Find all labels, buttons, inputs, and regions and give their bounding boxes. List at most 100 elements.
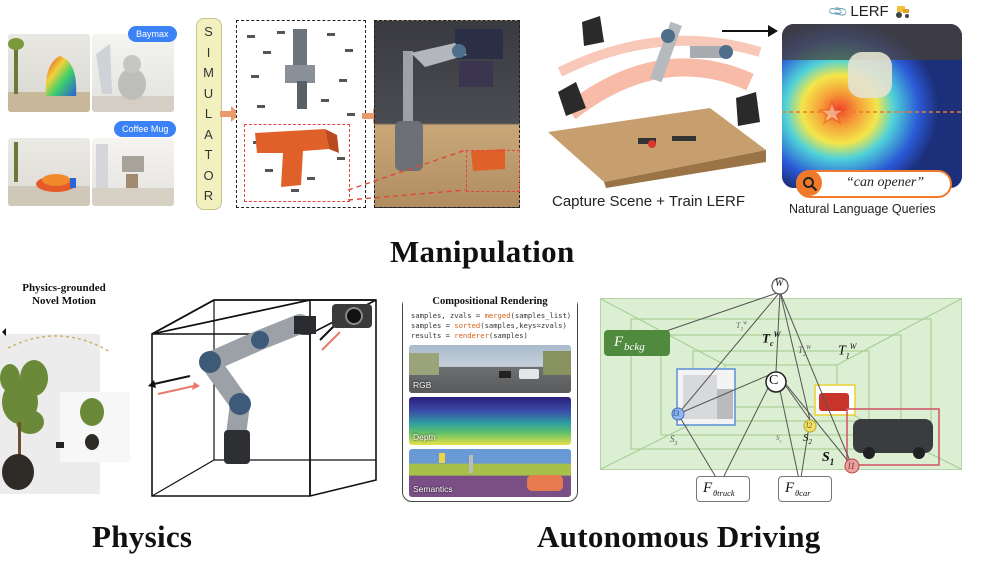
scale-sc: Sc	[776, 434, 782, 444]
semantics-strip: Semantics	[409, 449, 571, 497]
scale-s1: S1	[822, 450, 834, 467]
bckg-label: F	[614, 334, 624, 350]
driving-perspective-frames	[600, 298, 962, 470]
node-l3: l3	[673, 409, 680, 418]
real-robot-photo	[374, 20, 520, 208]
arrow-right-icon	[722, 25, 778, 37]
rgb-strip-label: RGB	[413, 380, 432, 390]
code-text: samples =	[411, 321, 455, 330]
compositional-rendering-panel: Compositional Rendering samples, zvals =…	[402, 296, 578, 502]
s1-sub: 1	[829, 456, 835, 467]
lerf-query-box: “can opener”	[796, 170, 952, 198]
s1-main: S	[822, 450, 830, 465]
code-text: results =	[411, 331, 455, 340]
search-icon	[796, 170, 822, 196]
t-shaped-object	[255, 129, 339, 187]
node-l1: l1	[848, 461, 856, 471]
code-line-3: results = renderer(samples)	[411, 331, 528, 340]
code-text: samples, zvals =	[411, 311, 485, 320]
f-truck-sub: θtruck	[713, 488, 735, 498]
sc-sub: c	[779, 439, 782, 445]
lerf-query-caption: Natural Language Queries	[789, 202, 936, 216]
code-text: (samples,keys=zvals)	[480, 321, 567, 330]
correspondence-lines	[347, 149, 467, 201]
sim-letter: U	[203, 85, 215, 101]
arrow-right-icon	[220, 106, 240, 122]
tc-main: T	[762, 330, 770, 346]
coffee-mug-scene-heatmap	[8, 138, 90, 206]
sim-letter: I	[206, 44, 212, 60]
t1-sub: 1	[845, 351, 850, 361]
s2-main: S	[803, 432, 809, 444]
world-node: W	[775, 278, 784, 289]
lerf-query-text: “can opener”	[846, 175, 925, 190]
lerf-badge-label: LERF	[850, 3, 889, 20]
depth-strip-label: Depth	[413, 432, 436, 442]
sim-letter: R	[203, 188, 215, 203]
section-heading-autonomous-driving: Autonomous Driving	[537, 519, 821, 554]
section-heading-manipulation: Manipulation	[390, 234, 575, 269]
compositional-rendering-title: Compositional Rendering	[403, 296, 577, 307]
code-text: (samples_list)	[510, 311, 572, 320]
code-text: (samples)	[488, 331, 528, 340]
lerf-capture-caption: Capture Scene + Train LERF	[552, 193, 746, 210]
code-fn: sorted	[454, 321, 481, 330]
f-truck-box: F θtruck	[696, 476, 750, 502]
bckg-sub: bckg	[624, 341, 645, 353]
t3-sub: 3	[740, 327, 743, 333]
tractor-icon	[895, 6, 909, 18]
transform-t1: T1W	[838, 342, 856, 360]
physics-panel-title-line1: Physics-grounded	[22, 282, 106, 294]
sim-letter: M	[203, 65, 215, 80]
baymax-scene-heatmap	[8, 34, 90, 112]
tc-sup: W	[773, 330, 781, 339]
grasp-object-highlight	[244, 124, 350, 202]
sim-letter: T	[204, 147, 214, 162]
driving-scene-graph	[600, 298, 962, 470]
t2-sub: 2	[803, 351, 807, 358]
sim-letter: O	[203, 167, 215, 183]
code-line-2: samples = sorted(samples,keys=zvals)	[411, 321, 567, 330]
t2-main: T	[798, 345, 804, 355]
sc-main: S	[776, 434, 780, 442]
sim-letter: L	[204, 106, 214, 121]
code-line-1: samples, zvals = merged(samples_list)	[411, 311, 571, 320]
depth-strip: Depth	[409, 397, 571, 445]
sim-letter: A	[204, 126, 214, 142]
baymax-robot-photo	[92, 34, 174, 112]
f-car-sub: θcar	[795, 488, 811, 498]
transform-tc: TcW	[762, 330, 781, 348]
tc-sub: c	[769, 338, 774, 348]
scene-graph-edges	[639, 277, 860, 485]
lerf-capture-scene	[540, 12, 772, 188]
s2-sub: 2	[808, 438, 813, 447]
paperclip-icon: 📎	[826, 0, 849, 23]
t3-sup: W	[742, 321, 748, 327]
lerf-heatmap	[782, 24, 962, 188]
physics-panel-title: Physics-grounded Novel Motion	[14, 282, 114, 308]
simulator-label: S I M U L A T O R	[196, 18, 222, 210]
coffee-mug-robot-photo	[92, 138, 174, 206]
s3-main: S	[670, 434, 675, 444]
search-icon-glyph	[803, 177, 818, 192]
t1-main: T	[838, 343, 846, 359]
f-truck-main: F	[703, 480, 713, 496]
t1-sup: W	[849, 342, 857, 351]
camera-node: C	[769, 373, 779, 388]
transform-t3: T3W	[736, 321, 747, 333]
scale-s3: S3	[670, 434, 678, 447]
scale-s2: S2	[803, 432, 812, 446]
baymax-bubble: Baymax	[128, 26, 177, 42]
sim-letter: S	[204, 24, 214, 39]
code-fn: merged	[484, 311, 511, 320]
background-node: F bckg	[604, 330, 670, 356]
real-object-highlight	[466, 150, 520, 192]
physics-robot-cube	[148, 299, 377, 497]
section-heading-physics: Physics	[92, 519, 193, 554]
s3-sub: 3	[674, 440, 678, 447]
rgb-strip: RGB	[409, 345, 571, 393]
coffee-mug-bubble: Coffee Mug	[114, 121, 177, 137]
node-l2: l2	[806, 421, 813, 430]
f-car-box: F θcar	[778, 476, 832, 502]
lerf-badge: 📎 LERF	[827, 1, 911, 23]
